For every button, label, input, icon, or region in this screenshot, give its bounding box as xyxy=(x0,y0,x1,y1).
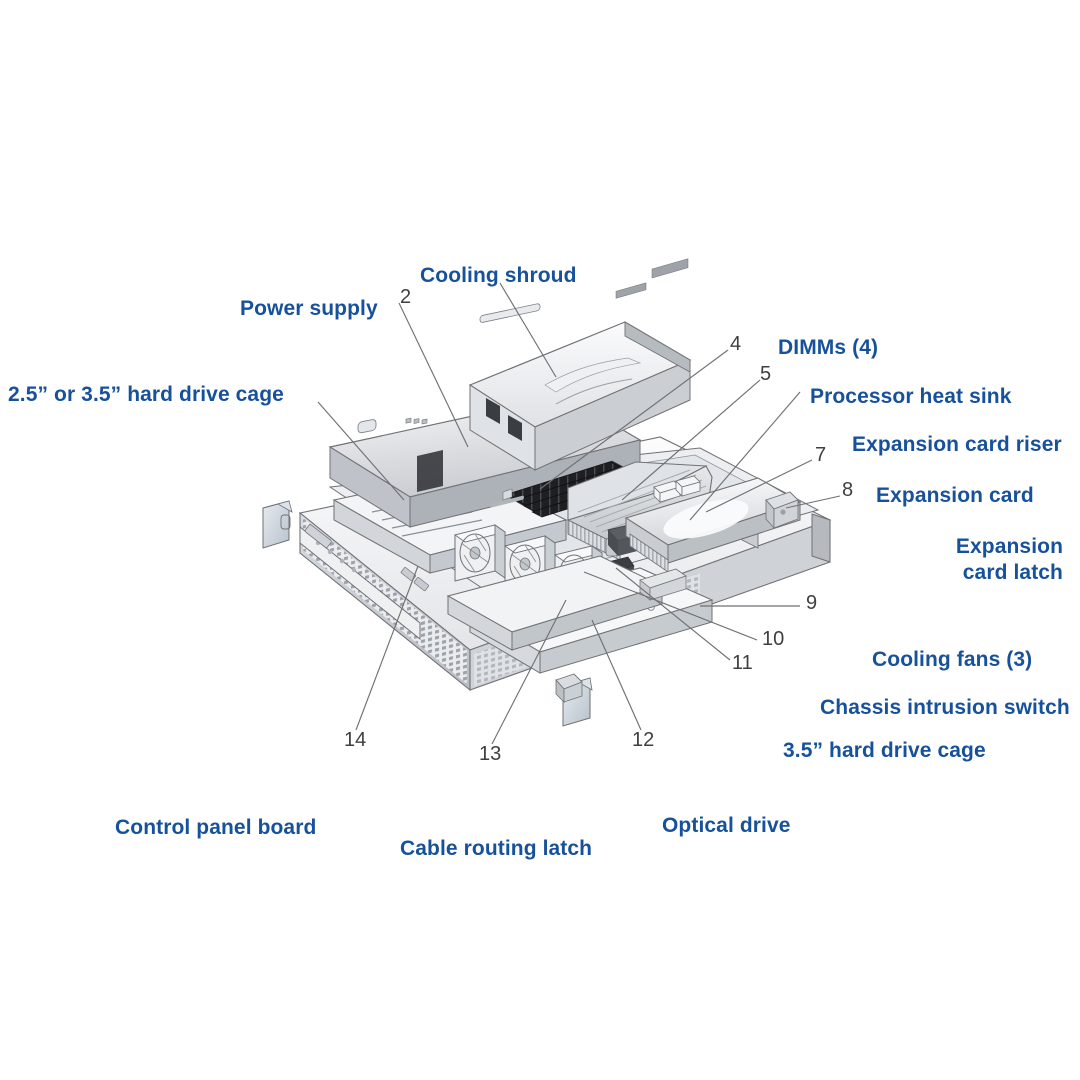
label-chassis-intrusion-switch: Chassis intrusion switch xyxy=(820,696,1070,719)
label-hard-drive-cage-35: 3.5” hard drive cage xyxy=(783,739,986,762)
label-cooling-fans: Cooling fans (3) xyxy=(872,648,1033,671)
callout-number-13: 13 xyxy=(479,743,502,765)
label-expansion-card: Expansion card xyxy=(876,484,1034,507)
label-hard-drive-cage-25-35: 2.5” or 3.5” hard drive cage xyxy=(8,383,284,406)
label-cooling-shroud: Cooling shroud xyxy=(420,264,577,287)
callout-number-12: 12 xyxy=(632,729,655,751)
rack-ear-handle-left xyxy=(262,500,293,549)
callout-number-8: 8 xyxy=(842,479,854,501)
cooling-fan xyxy=(453,524,507,582)
label-power-supply: Power supply xyxy=(240,297,378,320)
label-dimms: DIMMs (4) xyxy=(778,336,879,359)
callout-number-10: 10 xyxy=(762,628,785,650)
callout-number-11: 11 xyxy=(732,652,753,674)
label-processor-heat-sink: Processor heat sink xyxy=(810,385,1012,408)
label-control-panel-board: Control panel board xyxy=(115,816,317,839)
label-expansion-card-latch: Expansion card latch xyxy=(955,535,1063,584)
callout-number-9: 9 xyxy=(806,592,818,614)
label-expansion-card-riser: Expansion card riser xyxy=(852,433,1062,456)
label-optical-drive: Optical drive xyxy=(662,814,791,837)
callout-number-14: 14 xyxy=(344,729,367,751)
label-cable-routing-latch: Cable routing latch xyxy=(400,837,593,860)
callout-number-7: 7 xyxy=(815,444,827,466)
callout-number-5: 5 xyxy=(760,363,772,385)
callout-number-4: 4 xyxy=(730,333,742,355)
callout-number-2: 2 xyxy=(400,286,412,308)
